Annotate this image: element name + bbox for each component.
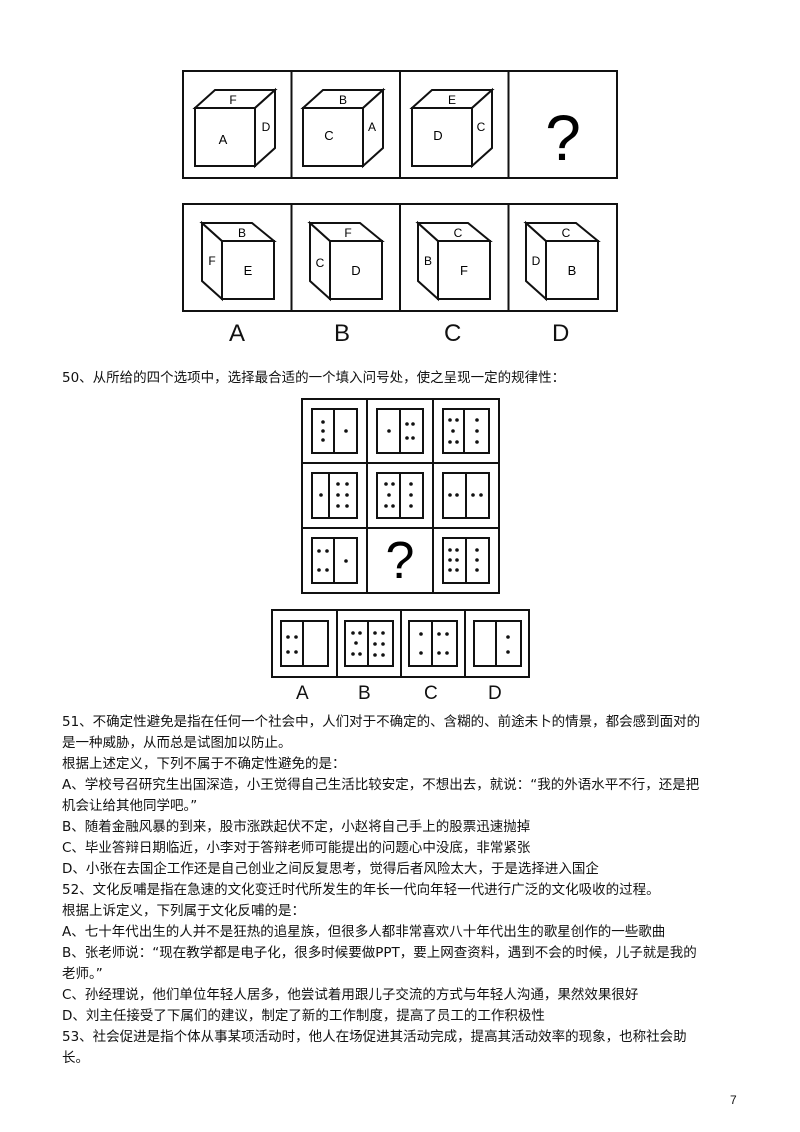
q51-line: 51、不确定性避免是指在任何一个社会中，人们对于不确定的、含糊的、前途未卜的情景… bbox=[62, 714, 701, 730]
face-label: F bbox=[229, 93, 236, 107]
q49-option-cubes: B F E F C D C B F C D B bbox=[182, 203, 618, 312]
q53-line: 长。 bbox=[62, 1050, 89, 1066]
face-label: B bbox=[568, 263, 577, 278]
q51-line: 根据上述定义，下列不属于不确定性避免的是： bbox=[62, 756, 346, 772]
q49-cube-2: B C A bbox=[300, 87, 386, 169]
q50-option-label-a: A bbox=[296, 683, 309, 704]
face-label: C bbox=[324, 128, 333, 143]
question-mark: ? bbox=[545, 102, 581, 174]
face-label: E bbox=[448, 93, 456, 107]
face-label: B bbox=[424, 254, 432, 268]
face-label: D bbox=[433, 128, 442, 143]
q49-option-cube-a: B F E bbox=[199, 220, 277, 302]
q51-line: D、小张在去国企工作还是自己创业之间反复思考，觉得后者风险太大，于是选择进入国企 bbox=[62, 861, 599, 877]
face-label: D bbox=[532, 254, 541, 268]
q52-line: 老师。” bbox=[62, 966, 103, 982]
q52-line: B、张老师说：“现在教学都是电子化，很多时候要做PPT，要上网查资料，遇到不会的… bbox=[62, 945, 697, 961]
face-label: C bbox=[316, 256, 325, 270]
q50-dot-matrix: ? bbox=[301, 398, 500, 594]
q51-line: B、随着金融风暴的到来，股市涨跌起伏不定，小赵将自己手上的股票迅速抛掉 bbox=[62, 819, 531, 835]
q49-option-cube-c: C B F bbox=[415, 220, 493, 302]
q49-option-cube-b: F C D bbox=[307, 220, 385, 302]
q51-line: C、毕业答辩日期临近，小李对于答辩老师可能提出的问题心中没底，非常紧张 bbox=[62, 840, 531, 856]
q49-option-label-c: C bbox=[444, 320, 462, 347]
q50-option-label-b: B bbox=[358, 683, 371, 704]
q52-line: C、孙经理说，他们单位年轻人居多，他尝试着用跟儿子交流的方式与年轻人沟通，果然效… bbox=[62, 987, 639, 1003]
face-label: F bbox=[344, 226, 351, 240]
q49-option-label-b: B bbox=[334, 320, 351, 347]
text-questions: 51、不确定性避免是指在任何一个社会中，人们对于不确定的、含糊的、前途未卜的情景… bbox=[62, 712, 700, 1069]
page-number: 7 bbox=[730, 1093, 737, 1107]
face-label: F bbox=[208, 254, 215, 268]
q52-line: D、刘主任接受了下属们的建议，制定了新的工作制度，提高了员工的工作积极性 bbox=[62, 1008, 545, 1024]
q49-option-cube-d: C D B bbox=[523, 220, 601, 302]
face-label: D bbox=[351, 263, 360, 278]
q52-line: A、七十年代出生的人并不是狂热的追星族，但很多人都非常喜欢八十年代出生的歌星创作… bbox=[62, 924, 666, 940]
face-label: C bbox=[562, 226, 571, 240]
face-label: A bbox=[219, 132, 228, 147]
q49-option-label-d: D bbox=[552, 320, 570, 347]
face-label: C bbox=[454, 226, 463, 240]
q52-line: 52、文化反哺是指在急速的文化变迁时代所发生的年长一代向年轻一代进行广泛的文化吸… bbox=[62, 882, 660, 898]
face-label: E bbox=[244, 263, 253, 278]
q50-question-text: 50、从所给的四个选项中，选择最合适的一个填入问号处，使之呈现一定的规律性： bbox=[62, 370, 566, 386]
q49-cube-3: E D C bbox=[409, 87, 495, 169]
q52-line: 根据上诉定义，下列属于文化反哺的是： bbox=[62, 903, 305, 919]
q51-line: 是一种威胁，从而总是试图加以防止。 bbox=[62, 735, 292, 751]
q50-option-label-d: D bbox=[488, 683, 502, 704]
question-mark: ? bbox=[386, 532, 415, 590]
q51-line: 机会让给其他同学吧。” bbox=[62, 798, 198, 814]
q49-option-label-a: A bbox=[229, 320, 246, 347]
face-label: C bbox=[477, 120, 486, 134]
face-label: B bbox=[238, 226, 246, 240]
q50-option-label-c: C bbox=[424, 683, 438, 704]
face-label: A bbox=[368, 120, 376, 134]
q50-options-row bbox=[271, 609, 530, 678]
q49-cube-1: F A D bbox=[192, 87, 278, 169]
face-label: B bbox=[339, 93, 347, 107]
q49-cube-sequence: F A D B C A E D C ? bbox=[182, 70, 618, 179]
q51-line: A、学校号召研究生出国深造，小王觉得自己生活比较安定，不想出去，就说：“我的外语… bbox=[62, 777, 700, 793]
face-label: F bbox=[460, 263, 468, 278]
face-label: D bbox=[262, 120, 271, 134]
q53-line: 53、社会促进是指个体从事某项活动时，他人在场促进其活动完成，提高其活动效率的现… bbox=[62, 1029, 687, 1045]
